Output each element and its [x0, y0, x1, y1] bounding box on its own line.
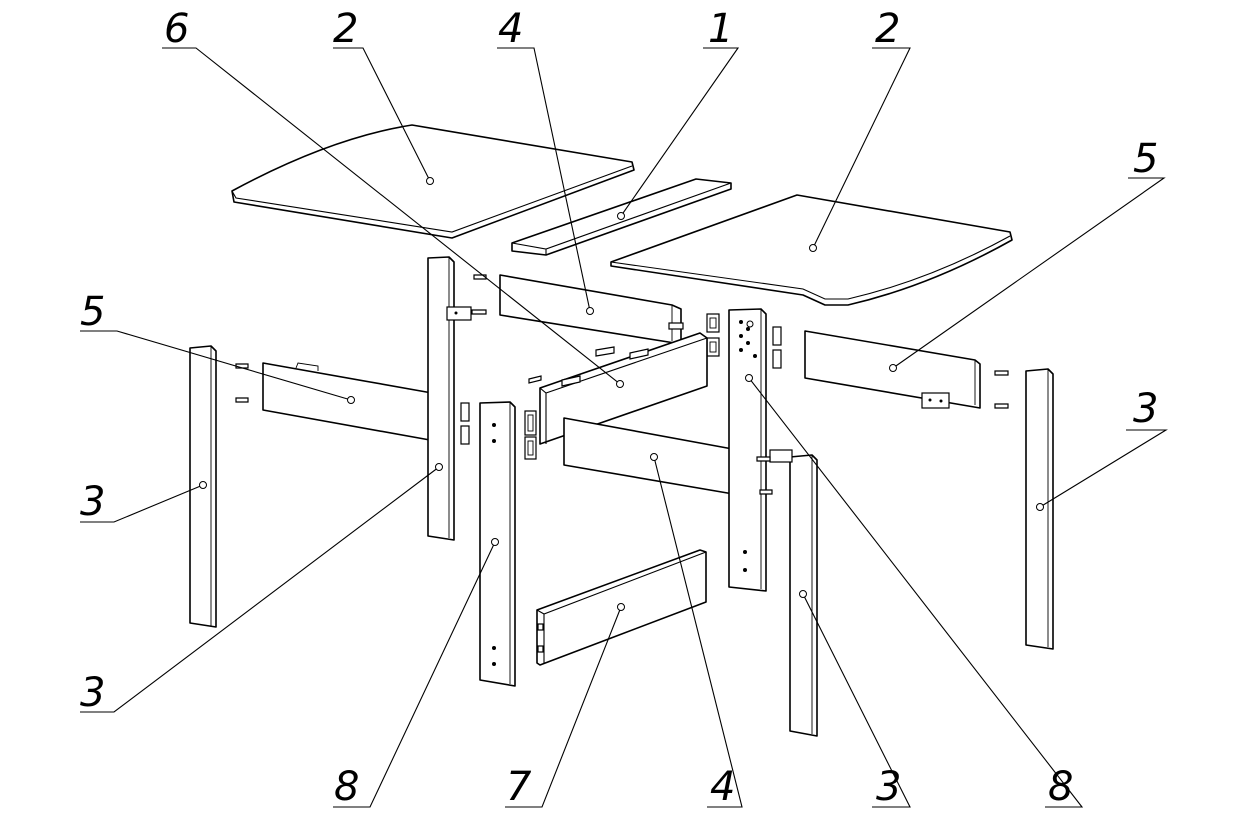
callout-5-left: 5 — [80, 289, 105, 335]
callout-4-bottom: 4 — [710, 764, 735, 810]
callout-7: 7 — [506, 764, 532, 810]
callout-1: 1 — [708, 6, 733, 52]
callout-labels: 6 2 4 1 2 5 3 5 3 3 8 7 4 3 8 — [80, 6, 1158, 810]
callout-3-bottom: 3 — [876, 764, 901, 810]
center-rail — [528, 332, 708, 445]
callout-8-bottom-right: 8 — [1048, 764, 1073, 810]
callout-8-bottom-left: 8 — [334, 764, 359, 810]
leg-back — [427, 256, 487, 541]
callout-4-top: 4 — [498, 6, 523, 52]
callout-5-right: 5 — [1133, 136, 1158, 182]
leader-lines — [80, 47, 1168, 808]
end-post-right — [728, 308, 782, 592]
end-post-left — [460, 401, 516, 687]
center-rail-brackets — [524, 410, 537, 460]
callout-6: 6 — [164, 6, 189, 52]
callout-3-left-lower: 3 — [80, 670, 105, 716]
callout-3-right: 3 — [1133, 386, 1158, 432]
callout-3-left: 3 — [80, 479, 105, 525]
callout-2-left: 2 — [333, 6, 358, 52]
callout-2-right: 2 — [875, 6, 900, 52]
leg-front-right — [756, 449, 818, 737]
side-rail-right — [804, 330, 1009, 409]
dowels-left — [235, 363, 249, 403]
corner-connectors-right — [706, 313, 720, 357]
